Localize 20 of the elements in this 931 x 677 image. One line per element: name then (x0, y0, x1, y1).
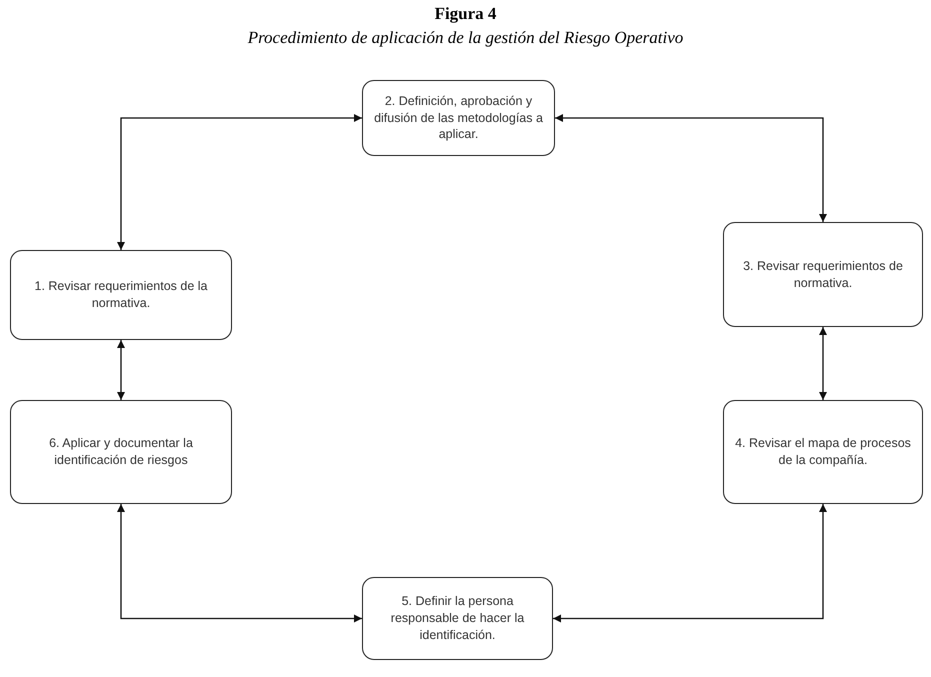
process-box (10, 250, 232, 340)
double-arrow (553, 504, 827, 622)
step-text: 5. Definir la persona responsable de hacer la identificación. (390, 593, 526, 644)
step-text: 3. Revisar requerimientos de normativa. (742, 258, 904, 292)
double-arrow (117, 114, 362, 250)
double-arrow (117, 340, 125, 400)
process-box (723, 222, 923, 327)
step-text: 1. Revisar requerimientos de la normativa. (34, 278, 208, 312)
figure-subtitle: Procedimiento de aplicación de la gestión del Riesgo Operativo (246, 28, 684, 48)
figure-title: Figura 4 (434, 4, 498, 24)
step-text: 4. Revisar el mapa de procesos de la compañía. (734, 435, 912, 469)
double-arrow (819, 327, 827, 400)
double-arrow (117, 504, 362, 622)
process-box (723, 400, 923, 504)
process-box (362, 80, 555, 156)
step-text: 2. Definición, aprobación y difusión de las metodologías a aplicar. (373, 92, 544, 144)
process-box (362, 577, 553, 660)
step-text: 6. Aplicar y documentar la identificación de riesgos (48, 435, 194, 469)
double-arrow (555, 114, 827, 222)
process-box (10, 400, 232, 504)
